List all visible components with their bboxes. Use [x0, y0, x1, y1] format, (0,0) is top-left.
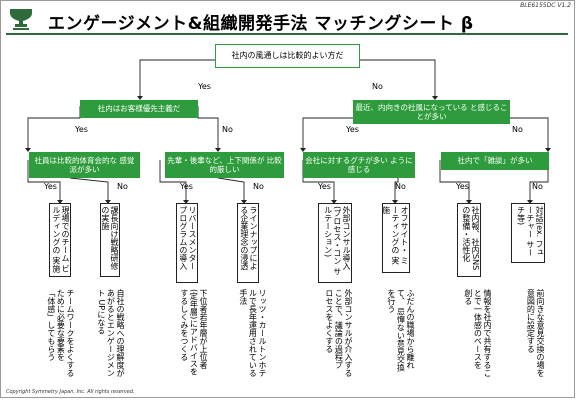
title-divider [6, 33, 568, 35]
label-l1a-no: No [222, 125, 233, 134]
question-level1-b-text: 最近、内向きの社風になっている と感じることが多い [355, 102, 508, 121]
connector-l2h [529, 160, 549, 200]
connector-l2d [217, 177, 245, 200]
question-level2-d-text: 社内で「雑談」が多い [457, 156, 533, 166]
connector-root-no [360, 59, 436, 96]
method-box-reverse-mentor: リバースメンター プログラムの導入 [176, 203, 198, 283]
label-l2b-no: No [253, 182, 264, 191]
label-l1b-yes: Yes [346, 125, 359, 134]
question-root: 社内の風通しは比較的よい方だ [215, 44, 360, 68]
question-level2-a-text: 社員は比較的体育会的な 感覚派が多い [34, 155, 135, 174]
connector-l2b [69, 177, 109, 200]
question-level2-b: 先輩・後輩など、上下関係が 比較的厳しい [165, 152, 284, 178]
connector-l2c [159, 160, 187, 200]
trophy-logo-icon [10, 9, 32, 30]
question-root-text: 社内の風通しは比較的よい方だ [231, 51, 344, 60]
method-note-team-building: チームワークをよくする ために必要な要素を 「体感」してもらう [46, 289, 75, 377]
method-note-offsite-meeting: ふだんの職場から離れて、 忌憚ない意見交換を行う [386, 289, 415, 372]
method-box-team-building: 現場でのチーム ビルディングの 実施 [49, 203, 71, 277]
method-note-lineup-philosophy: リッツ・カールトンホテ ルで長年運用されている 手法 [238, 289, 267, 377]
question-level1-b: 最近、内向きの社風になっている と感じることが多い [353, 100, 510, 124]
connector-l1d [510, 117, 549, 148]
method-note-reverse-mentor: 下位者若年層が上位者 (定年層)にアドバイスを するしくみをつくる [179, 289, 208, 376]
question-level1-a-text: 社内はお客様優先主義だ [97, 104, 181, 114]
question-level2-c-text: 会社に対するグチが多い ように感じる [305, 155, 413, 174]
method-box-process-consultation: 外部コンサル導入 (プロセス・コン サルテーション) [318, 203, 352, 283]
method-box-offsite-meeting: オフサイト・ ミーティングの 実施 [382, 203, 410, 273]
connector-l1a [27, 106, 81, 148]
copyright-notice: Copyright Symmetry Japan, Inc. All right… [6, 389, 135, 395]
method-note-manager-strategy-training: 自社の戦略への理解度が あがるとエンゲージメント UPになる [96, 289, 125, 377]
question-level2-b-text: 先輩・後輩など、上下関係が 比較的厳しい [167, 155, 282, 174]
label-l2a-no: No [117, 182, 128, 191]
question-level2-c: 会社に対するグチが多い ように感じる [303, 152, 415, 178]
connector-l2a [27, 160, 61, 200]
connector-root-yes [139, 59, 215, 96]
method-note-future-search-dialogue: 前向きな意見交換の場を 意図的に設定する [526, 289, 545, 377]
connector-l1c [302, 117, 353, 148]
page-title: エンゲージメント&組織開発手法 マッチングシート β [48, 14, 474, 34]
connector-l2g [439, 160, 470, 200]
question-level1-a: 社内はお客様優先主義だ [80, 100, 198, 118]
label-l2a-yes: Yes [44, 182, 57, 191]
method-box-internal-sns: 社内報、社内SNS の整備・活性化 [457, 203, 481, 277]
label-root-no: No [372, 82, 383, 91]
connector-l1b [197, 106, 219, 148]
method-box-future-search-dialogue: 対話(ex. フューチャー サーチ等) [511, 203, 545, 263]
document-id: BLE6155DC V1.2 [520, 2, 571, 9]
method-note-process-consultation: 外部コンサルが介入する ことで、議論の過程プ ロセスをよくする [324, 289, 353, 377]
label-l2b-yes: Yes [180, 182, 193, 191]
label-l2c-yes: Yes [318, 182, 331, 191]
method-box-lineup-philosophy: ラインナップによ る企業理念の浸透 [237, 203, 259, 283]
question-level2-d: 社内で「雑談」が多い [441, 152, 549, 170]
label-l1b-no: No [512, 125, 523, 134]
label-l2d-no: No [532, 182, 543, 191]
label-l2d-yes: Yes [456, 182, 469, 191]
label-l1a-yes: Yes [75, 125, 88, 134]
question-level2-a: 社員は比較的体育会的な 感覚派が多い [29, 152, 140, 178]
method-note-internal-sns: 情報を社内で共有するこ とで一体感のベースを 創る [463, 289, 492, 377]
label-root-yes: Yes [198, 82, 211, 91]
method-box-manager-strategy-training: 課長向け戦略研修 の実施 [100, 203, 120, 277]
label-l2c-no: No [395, 182, 406, 191]
